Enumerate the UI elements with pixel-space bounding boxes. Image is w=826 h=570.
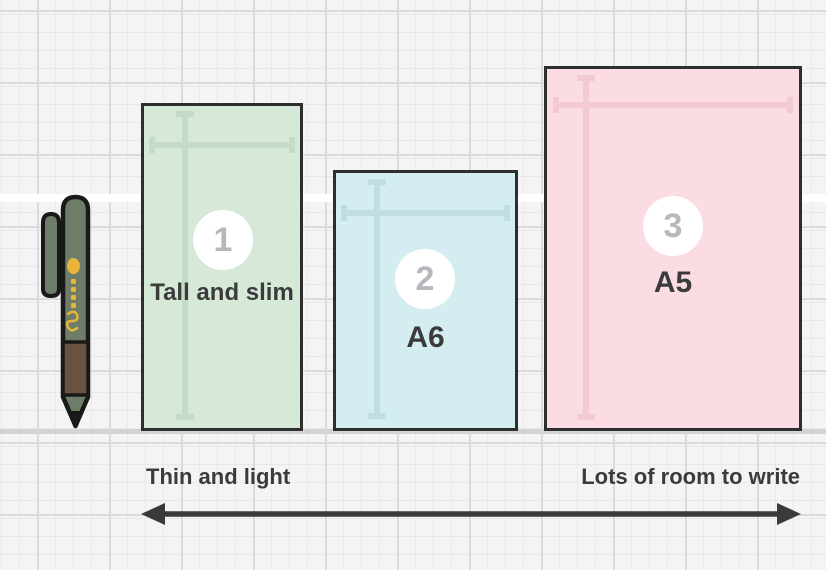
size-ruler-icon xyxy=(341,179,510,419)
axis-label-left: Thin and light xyxy=(146,464,291,489)
size-ruler-icon xyxy=(149,111,295,420)
step-badge: 3 xyxy=(643,196,703,256)
card-label: Tall and slim xyxy=(150,279,294,306)
pen-grip xyxy=(61,340,90,397)
notebook-card-a6: 2 A6 xyxy=(333,170,518,431)
notebook-card-a5: 3 A5 xyxy=(544,66,802,431)
pen-logo xyxy=(65,258,80,332)
step-number: 1 xyxy=(213,220,233,259)
step-number: 2 xyxy=(415,259,435,298)
step-badge: 2 xyxy=(395,249,455,309)
ground-line xyxy=(0,429,826,434)
card-label: A5 xyxy=(653,266,693,299)
card-label: A6 xyxy=(406,321,445,354)
double-arrow-icon xyxy=(141,503,801,525)
notebook-card-tall-and-slim: 1 Tall and slim xyxy=(141,103,303,431)
pen-clip xyxy=(41,212,61,298)
step-badge: 1 xyxy=(193,210,253,270)
axis-label-right: Lots of room to write xyxy=(581,464,800,489)
step-number: 3 xyxy=(663,206,683,245)
pen-tip xyxy=(69,411,82,426)
size-ruler-icon xyxy=(553,75,793,420)
pen-illustration xyxy=(41,194,91,429)
